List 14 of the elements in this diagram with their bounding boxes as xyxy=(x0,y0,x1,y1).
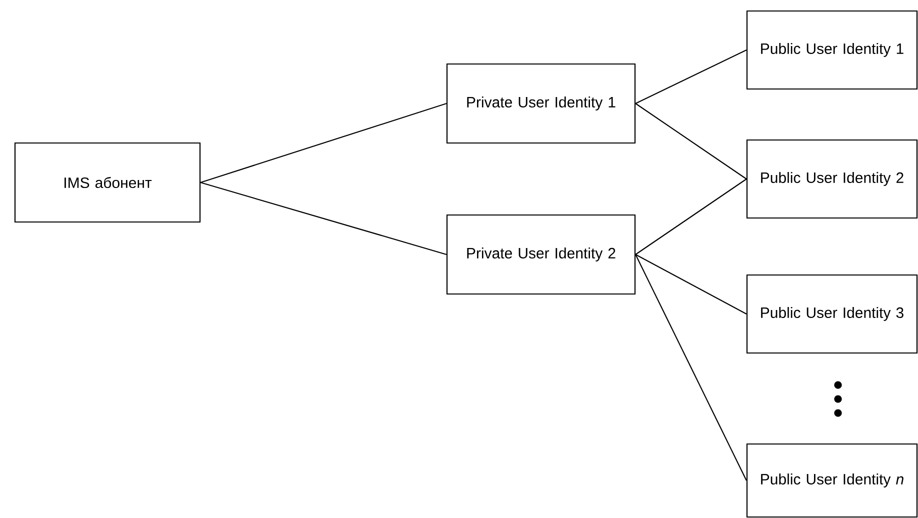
connector-line xyxy=(635,103,747,180)
identity-box: Private User Identity 1 xyxy=(446,63,636,144)
connector-line xyxy=(635,50,747,104)
connector-line xyxy=(200,182,447,256)
connector-line xyxy=(635,254,747,314)
identity-box: IMS абонент xyxy=(14,142,201,223)
identity-box: Private User Identity 2 xyxy=(446,214,636,295)
connector-line xyxy=(635,254,747,481)
identity-box: Public User Identity 1 xyxy=(746,10,918,90)
identity-box: Public User Identity n xyxy=(746,443,918,518)
connector-line xyxy=(200,102,447,184)
identity-box: Public User Identity 3 xyxy=(746,274,918,354)
connector-line xyxy=(635,178,747,255)
identity-box: Public User Identity 2 xyxy=(746,139,918,219)
